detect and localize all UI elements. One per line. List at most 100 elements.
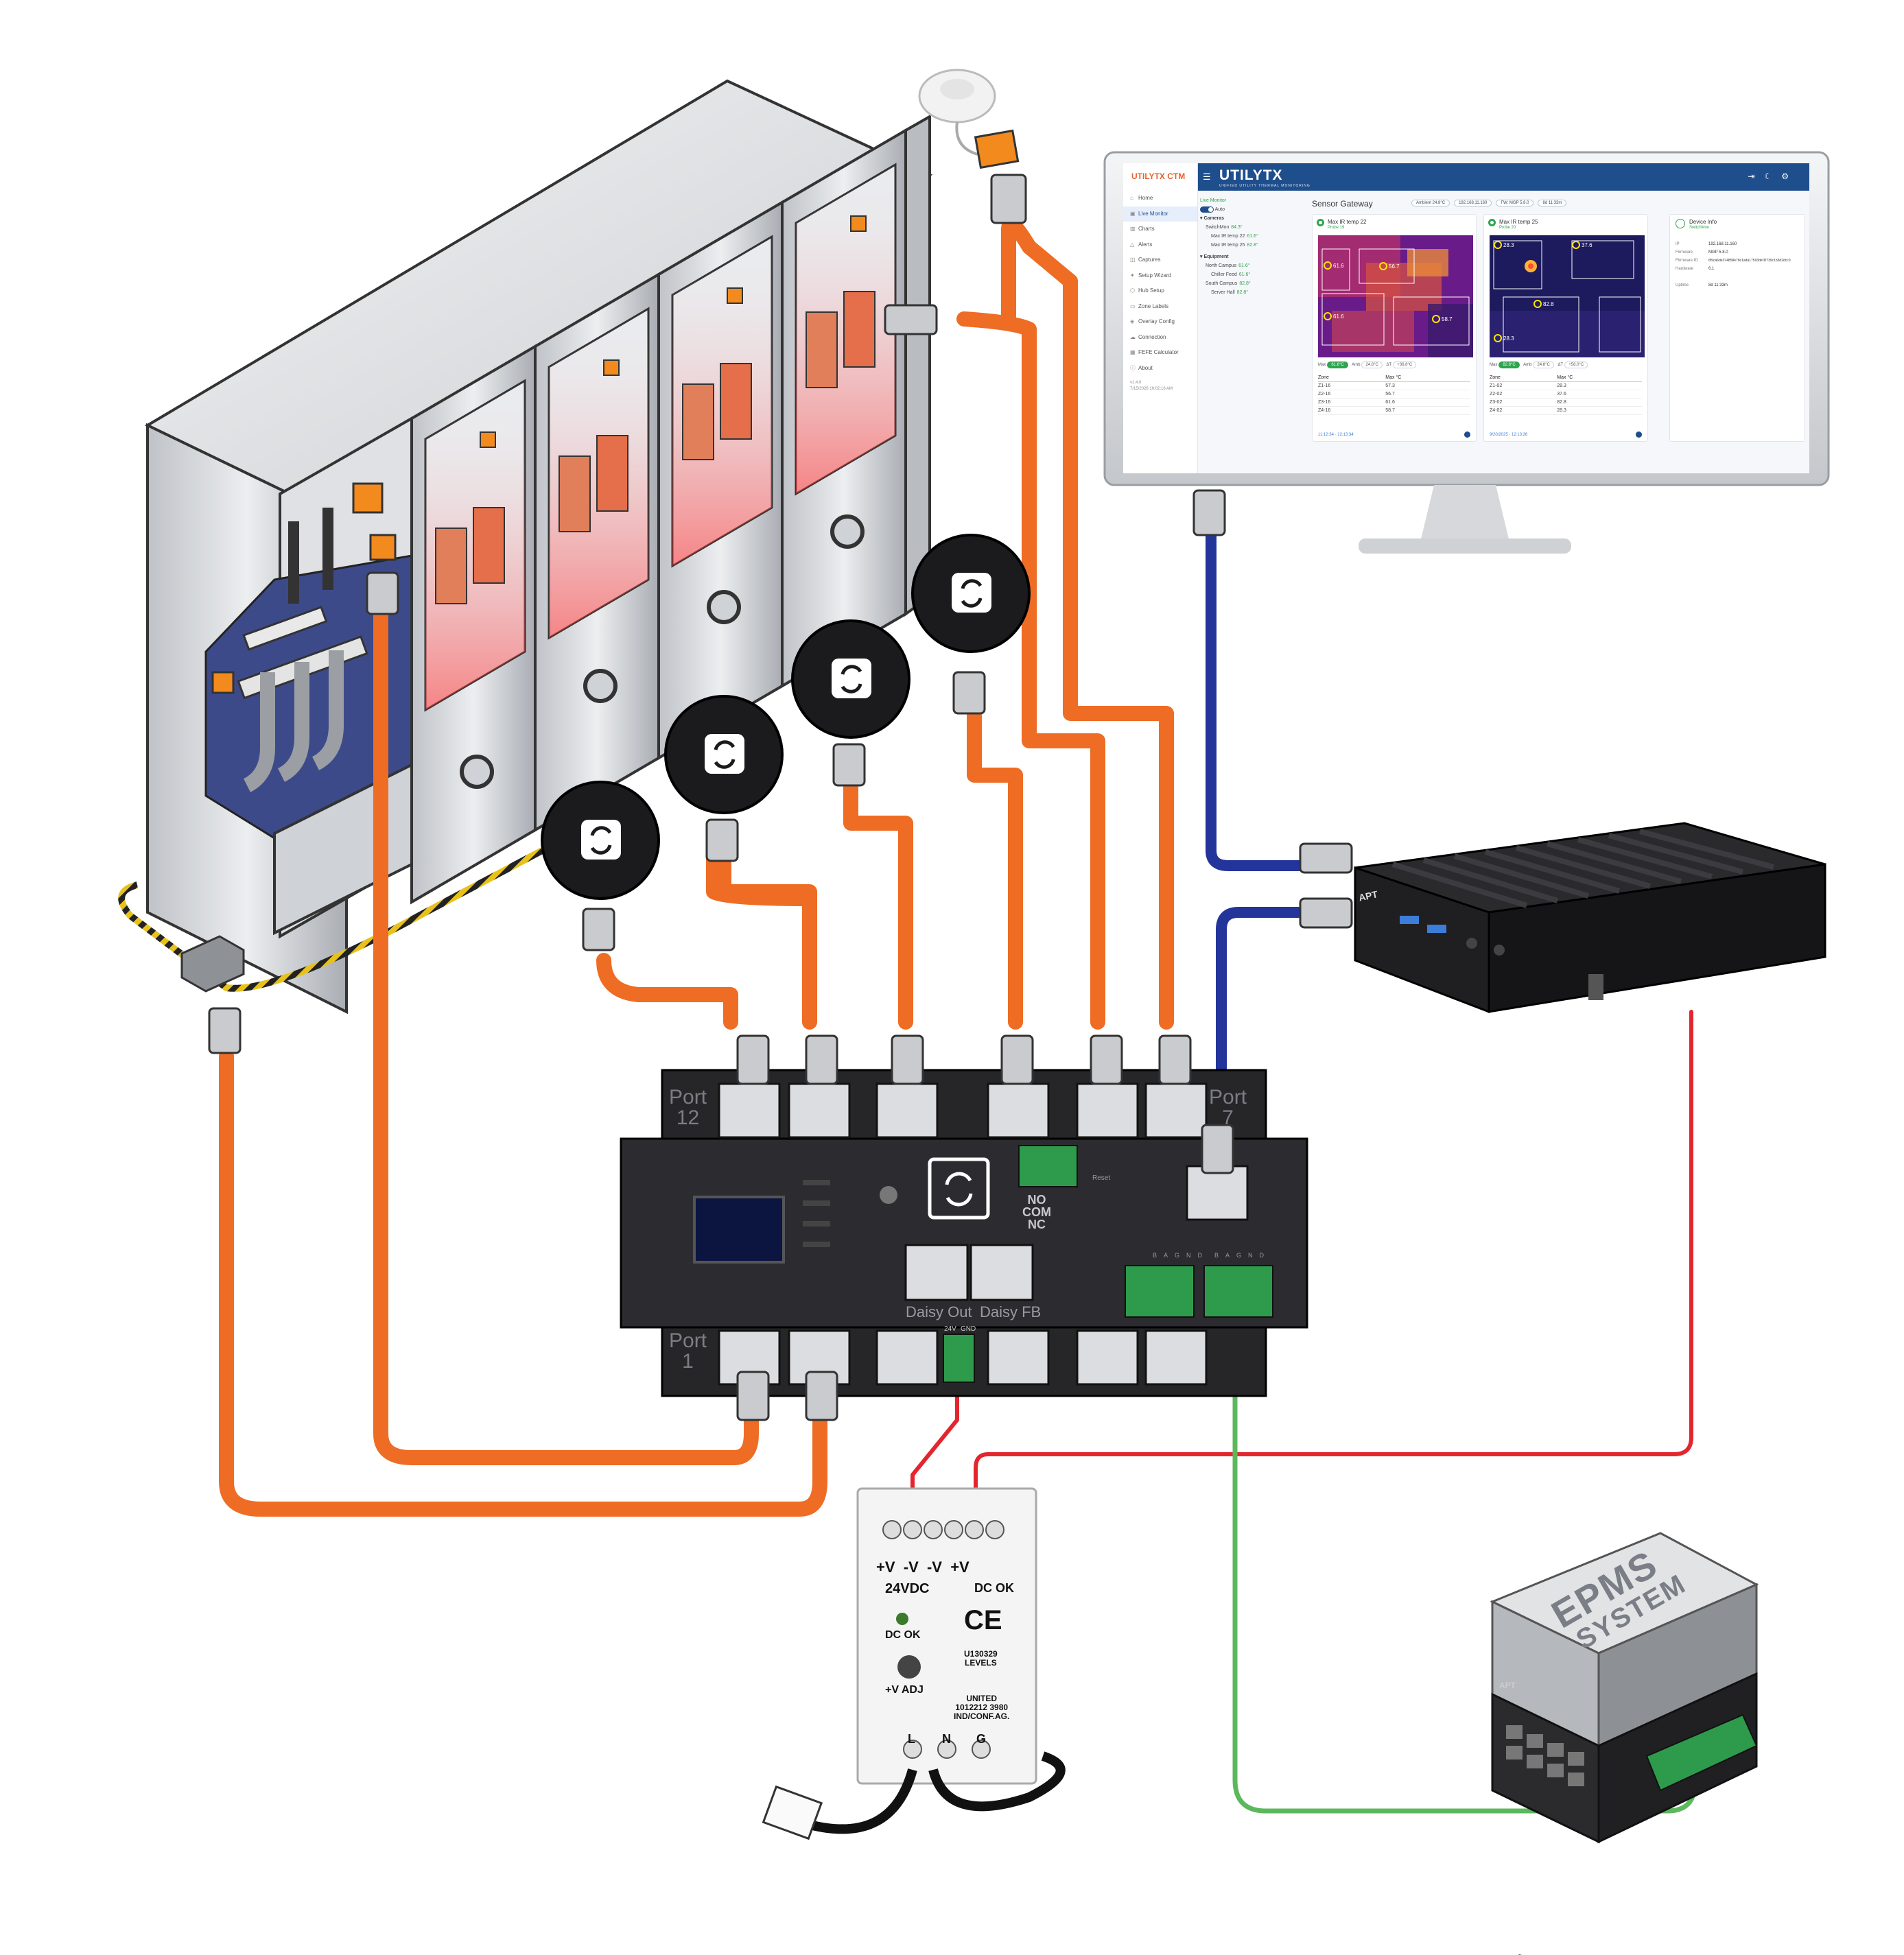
marker-2: 56.7 [1389, 263, 1400, 270]
chip-ambient: Ambient 24.8°C [1411, 200, 1450, 206]
sidebar-item-zone-labels[interactable]: ▭Zone Labels [1123, 299, 1197, 315]
auto-toggle[interactable] [1200, 206, 1214, 213]
thermal-card-2[interactable]: Max IR temp 25 Probe 20 28.3 37.6 82.8 2… [1483, 214, 1648, 442]
psu-adj: +V ADJ [885, 1684, 924, 1696]
app-name-tab[interactable]: UTILYTX CTM [1123, 163, 1198, 191]
sidebar-item-fefe-calculator[interactable]: ▦FEFE Calculator [1123, 345, 1197, 361]
marker-1: 61.6 [1333, 263, 1344, 269]
expand-icon[interactable] [1464, 431, 1470, 438]
ir-sensors [541, 534, 1031, 900]
marker-2: 37.6 [1582, 242, 1592, 248]
camera-2-value: 82.8° [1247, 243, 1258, 248]
card-title: Max IR temp 25 [1499, 219, 1538, 225]
timestamp-label: 7/15/2026 10:02:16 AM [1130, 387, 1173, 391]
stat-value: +36.8°C [1393, 362, 1417, 368]
zone-cell: Z2-02 [1490, 390, 1558, 399]
auto-toggle-label: Auto [1214, 207, 1225, 212]
expand-icon[interactable] [1636, 431, 1642, 438]
sidebar-item-label: Setup Wizard [1138, 272, 1172, 279]
site-3-name: South Campus [1206, 281, 1238, 286]
sidebar-item-home[interactable]: ⌂Home [1123, 191, 1197, 206]
sidebar-item-live-monitor[interactable]: ▣Live Monitor [1123, 206, 1197, 222]
thermal-image-1[interactable]: 61.6 56.7 61.6 58.7 [1318, 235, 1473, 357]
sidebar-item-label: Zone Labels [1138, 303, 1169, 309]
sidebar-item-captures[interactable]: ◫Captures [1123, 252, 1197, 268]
reset-label: Reset [1092, 1174, 1111, 1182]
psu-terminals-top: +V -V -V +V [876, 1559, 969, 1576]
smoke-detector [918, 69, 1020, 169]
temp-cell: 82.8 [1557, 398, 1642, 407]
sidebar-item-hub-setup[interactable]: ⬡Hub Setup [1123, 283, 1197, 299]
terminal-b-label: B [1214, 1252, 1226, 1259]
terminal-n-label: N [942, 1732, 951, 1746]
port-1-label: Port 1 [669, 1329, 707, 1373]
capture-icon: ◫ [1130, 257, 1136, 263]
thermal-card-1[interactable]: Max IR temp 22 Probe 19 61.6 56.7 [1312, 214, 1477, 442]
sidebar-item-alerts[interactable]: △Alerts [1123, 237, 1197, 253]
stat-value: 24.8°C [1533, 362, 1554, 368]
info-value: 6f9ca6de374858e7bc1ada17593def1f739c1b3d… [1708, 259, 1791, 263]
stat-label: Amb [1352, 363, 1361, 367]
relay-com-label: COM [1022, 1205, 1051, 1219]
power-gnd-label: GND [961, 1325, 976, 1333]
switchgear-lineup [118, 79, 933, 1015]
sidebar-item-charts[interactable]: ▥Charts [1123, 222, 1197, 237]
card-title: Max IR temp 22 [1328, 219, 1367, 225]
logo-text: UTILYTX [1219, 167, 1283, 183]
terminal-a-label: A [1164, 1252, 1175, 1259]
settings-icon[interactable]: ⚙ [1781, 171, 1798, 181]
terminal-gnd-label: GND [1175, 1252, 1210, 1259]
cert-label-1: U130329 LEVELS [964, 1649, 998, 1668]
ir-sensor-2 [664, 695, 784, 814]
marker-1: 28.3 [1503, 242, 1514, 248]
relay-nc-label: NC [1028, 1218, 1046, 1231]
chart-icon: ▥ [1130, 226, 1136, 232]
cloud-icon: ☁ [1130, 333, 1136, 340]
card-subtitle: Probe 20 [1499, 226, 1516, 230]
sidebar-item-connection[interactable]: ☁Connection [1123, 330, 1197, 346]
power-24v-label: 24V [944, 1325, 956, 1333]
switchgear-doors [410, 114, 931, 905]
home-icon: ⌂ [1130, 195, 1133, 201]
camera-1-name: Max IR temp 22 [1211, 234, 1245, 239]
ct-clamp [180, 935, 245, 993]
heatmap-1: 61.6 56.7 61.6 58.7 [1318, 235, 1473, 357]
moon-icon[interactable]: ☾ [1764, 171, 1782, 181]
marker-4: 58.7 [1442, 316, 1453, 322]
zone-cell: Z4-02 [1490, 406, 1558, 415]
sidebar-item-setup-wizard[interactable]: ✦Setup Wizard [1123, 268, 1197, 284]
cameras-header: ▾ Cameras [1200, 216, 1225, 221]
logout-icon[interactable]: ⇥ [1748, 171, 1765, 181]
menu-icon[interactable]: ☰ [1203, 171, 1211, 182]
cable-orange-fan [1001, 216, 1174, 1030]
site-2-name: Chiller Feed [1211, 272, 1237, 277]
ce-mark: CE [964, 1605, 1002, 1635]
daisy-fb-label: Daisy FB [980, 1303, 1042, 1320]
terminal-labels-2: BAGND [1214, 1252, 1271, 1259]
stat-value: 82.8°C [1498, 362, 1520, 368]
device-subtitle: SwitchMon [1689, 226, 1710, 230]
overlay-icon: ◈ [1130, 318, 1135, 324]
thermal-image-2[interactable]: 28.3 37.6 82.8 28.3 [1490, 235, 1645, 357]
epms-brand: APT [1499, 1681, 1516, 1690]
marker-3: 82.8 [1543, 301, 1554, 307]
col-zone: Zone [1490, 374, 1558, 382]
site-4-value: 82.8° [1236, 290, 1249, 295]
status-icon [1488, 219, 1496, 226]
sidebar-item-overlay-config[interactable]: ◈Overlay Config [1123, 314, 1197, 330]
